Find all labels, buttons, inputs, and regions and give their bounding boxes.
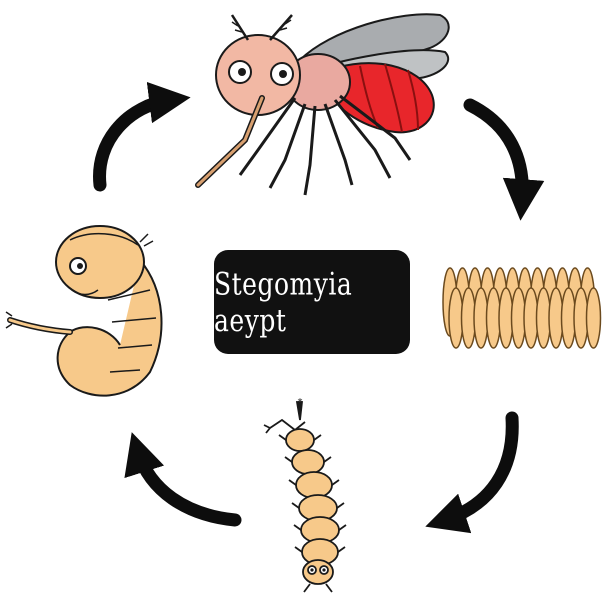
- larva-bristle: [292, 503, 299, 508]
- larva-mouth-brush: [304, 584, 332, 592]
- arrow-pupa-to-adult: [100, 100, 170, 185]
- larva-icon: *: [264, 397, 346, 592]
- egg: [587, 288, 601, 348]
- larva-segment: [296, 472, 332, 498]
- svg-text:*: *: [298, 397, 303, 408]
- arrow-adult-to-eggs: [470, 105, 522, 200]
- larva-head: [303, 560, 333, 584]
- egg-cluster-icon: [443, 268, 601, 348]
- larva-bristle: [339, 525, 346, 530]
- mosquito-icon: [198, 14, 449, 195]
- larva-pupil: [310, 568, 313, 571]
- larva-bristle: [337, 503, 344, 508]
- larva-bristle: [294, 525, 301, 530]
- species-name: Stegomyia aeypt: [214, 266, 410, 339]
- arrow-eggs-to-larva: [445, 418, 512, 520]
- larva-bristle: [279, 435, 286, 440]
- pupa-icon: [6, 226, 161, 396]
- larva-bristle: [314, 435, 321, 440]
- larva-segment: [286, 429, 314, 451]
- larva-bristle: [338, 547, 345, 552]
- species-label-box: Stegomyia aeypt: [214, 250, 410, 354]
- larva-bristle: [285, 457, 292, 462]
- larva-pupil: [322, 568, 325, 571]
- arrow-larva-to-pupa: [138, 452, 235, 520]
- larva-bristle: [289, 480, 296, 485]
- larva-segment: [292, 450, 324, 474]
- larva-bristle: [332, 480, 339, 485]
- larva-bristle: [295, 547, 302, 552]
- larva-bristle: [324, 457, 331, 462]
